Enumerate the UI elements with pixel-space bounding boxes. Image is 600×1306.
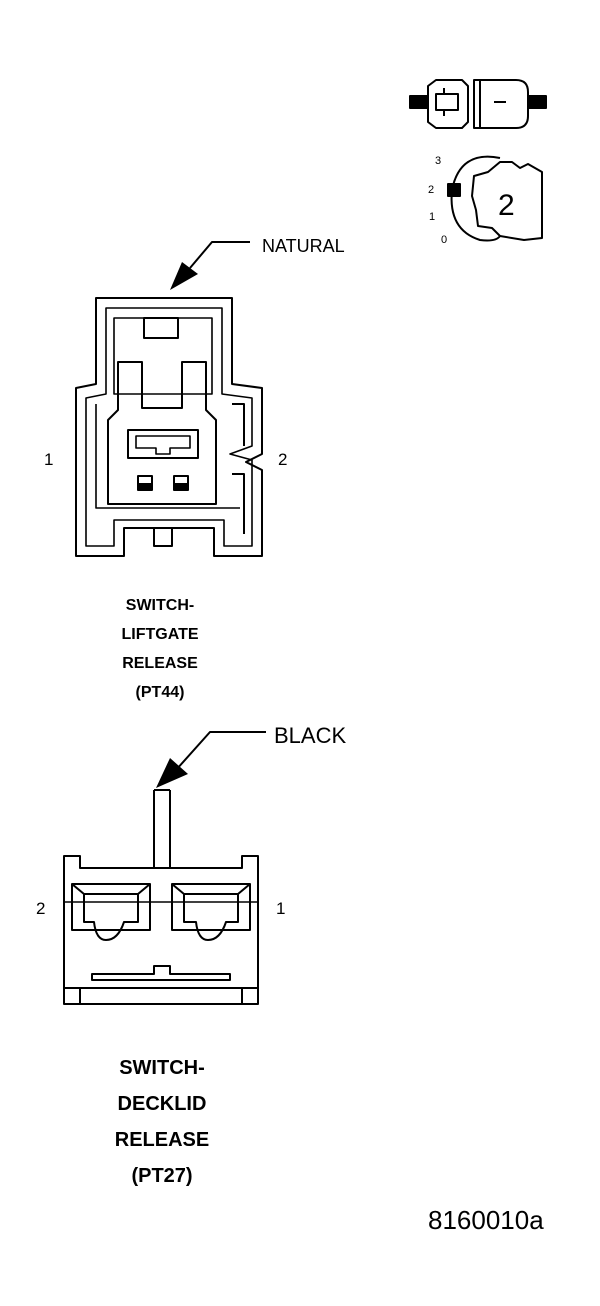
connector-title-line: RELEASE <box>122 655 198 672</box>
connector-title-line: DECKLID <box>117 1093 207 1115</box>
leader-arrowhead <box>170 262 198 290</box>
cavity-label: 3 <box>435 155 442 167</box>
decklid-connector-outline <box>63 731 266 1005</box>
cavity-count: 2 <box>498 189 515 222</box>
connector-title-line: SWITCH- <box>119 1057 205 1079</box>
connector-title-line: RELEASE <box>114 1129 210 1151</box>
connector-title: SWITCH- DECKLID RELEASE (PT27) <box>62 1050 262 1194</box>
wire-color-label: NATURAL <box>262 236 345 256</box>
connector-title-line: SWITCH- <box>125 597 195 614</box>
connector-title-line: LIFTGATE <box>121 626 199 643</box>
connector-title-line: (PT27) <box>131 1165 193 1187</box>
pin-number: 1 <box>276 899 286 918</box>
cavity-label: 0 <box>441 234 448 246</box>
figure-id: 8160010a <box>428 1205 544 1235</box>
connector-title-line: (PT44) <box>135 684 185 701</box>
liftgate-connector-outline <box>75 241 263 557</box>
connector-title: SWITCH- LIFTGATE RELEASE (PT44) <box>60 591 260 707</box>
cavity-label: 2 <box>428 184 435 196</box>
pin-number: 2 <box>278 450 288 469</box>
pin-number: 1 <box>44 450 54 469</box>
wire-color-label: BLACK <box>274 723 347 748</box>
cavity-key-icon <box>447 155 543 242</box>
connector-halves-icon <box>409 79 547 129</box>
cavity-label: 1 <box>429 211 436 223</box>
pin-number: 2 <box>36 899 46 918</box>
leader-arrowhead <box>156 758 188 788</box>
